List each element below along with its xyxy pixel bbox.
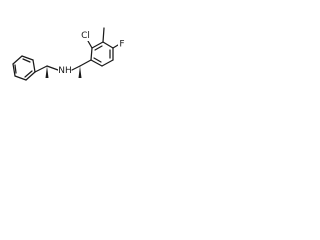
bond xyxy=(12,63,16,77)
atom-background xyxy=(58,64,72,76)
bond xyxy=(90,59,103,67)
aromatic-inner-bond xyxy=(24,70,33,78)
wedge-bond xyxy=(78,66,82,78)
bond xyxy=(46,65,59,71)
atom-label-cl: Cl xyxy=(81,31,90,41)
aromatic-inner-bond xyxy=(14,64,17,74)
atom-label-nh: NH xyxy=(58,66,72,76)
bond xyxy=(102,41,114,49)
bond xyxy=(71,65,81,71)
bond xyxy=(102,27,105,43)
methyl-substituent xyxy=(102,27,105,43)
aromatic-inner-bond xyxy=(93,57,102,63)
aromatic-inner-bond xyxy=(22,58,31,63)
phenyl-ring xyxy=(12,55,36,81)
left-stereocenter xyxy=(34,65,59,78)
bond xyxy=(34,65,48,73)
bond xyxy=(32,59,36,73)
fluoro-substituent: F xyxy=(112,39,126,50)
bond xyxy=(87,40,93,49)
bond xyxy=(21,55,34,61)
chloro-substituent: Cl xyxy=(79,30,93,49)
bond xyxy=(112,44,119,49)
chemical-structure-diagram: NH Cl F xyxy=(12,27,126,81)
right-stereocenter xyxy=(71,59,92,78)
aromatic-inner-bond xyxy=(94,45,103,51)
amine-group: NH xyxy=(58,64,72,76)
bond xyxy=(101,59,114,67)
aryl-ring xyxy=(90,41,114,67)
bond xyxy=(79,59,92,67)
bond xyxy=(14,75,27,81)
bond xyxy=(90,47,93,61)
bond xyxy=(25,71,36,81)
wedge-bond xyxy=(45,66,49,78)
bond xyxy=(91,41,104,49)
atom-background xyxy=(79,30,92,41)
atom-background xyxy=(118,39,126,50)
atom-label-f: F xyxy=(119,40,124,50)
bond xyxy=(12,55,23,65)
